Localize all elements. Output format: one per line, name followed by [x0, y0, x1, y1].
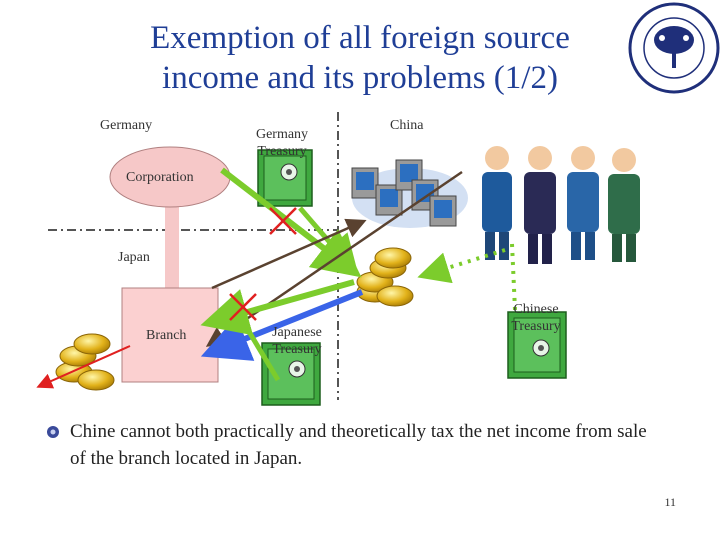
- chinese-treasury-line-2: Treasury: [511, 319, 561, 334]
- bullet-text: Chine cannot both practically and theore…: [70, 421, 647, 469]
- title-line-2: income and its problems (1/2): [162, 60, 558, 96]
- gold-coins-center-icon: [356, 247, 414, 307]
- japanese-treasury-line-2: Treasury: [272, 342, 322, 357]
- dotted-line-businessmen-to-chinese-treasury: [510, 243, 517, 311]
- gold-coins-left-icon: [55, 333, 115, 391]
- kyoto-university-logo: [628, 2, 720, 94]
- region-label-china: China: [390, 118, 424, 133]
- arrow-coins-to-branch-blue: [200, 289, 364, 361]
- germany-treasury-line-2: Treasury: [257, 144, 307, 159]
- bullet-marker-icon: [47, 426, 59, 438]
- title-line-1: Exemption of all foreign source: [150, 20, 570, 56]
- slide-title: Exemption of all foreign source income a…: [70, 18, 650, 98]
- japanese-treasury-label: Japanese Treasury: [258, 324, 336, 358]
- red-cross-germany: [269, 207, 297, 235]
- arrow-computers-to-branch: [205, 170, 463, 347]
- chinese-treasury-safe: [507, 311, 567, 379]
- computer-cluster-icon: [351, 159, 468, 228]
- branch-label: Branch: [146, 328, 187, 343]
- chinese-treasury-label: Chinese Treasury: [498, 301, 574, 335]
- red-cross-japan: [229, 293, 257, 321]
- businessmen-group-icon: [482, 146, 640, 264]
- germany-treasury-safe: [257, 149, 313, 207]
- arrow-coins-out-left: [36, 345, 131, 389]
- germany-treasury-label: Germany Treasury: [244, 126, 320, 160]
- page-number: 11: [664, 495, 676, 509]
- region-label-germany: Germany: [100, 118, 153, 133]
- region-label-japan: Japan: [118, 250, 150, 265]
- corporation-branch-connector: [165, 205, 179, 289]
- arrow-branch-to-japanese-safe: [233, 308, 281, 382]
- corporation-label: Corporation: [126, 170, 194, 185]
- japanese-treasury-line-1: Japanese: [272, 325, 322, 340]
- germany-treasury-line-1: Germany: [255, 127, 309, 142]
- arrow-branch-to-computers: [211, 218, 367, 290]
- chinese-treasury-line-1: Chinese: [513, 302, 559, 317]
